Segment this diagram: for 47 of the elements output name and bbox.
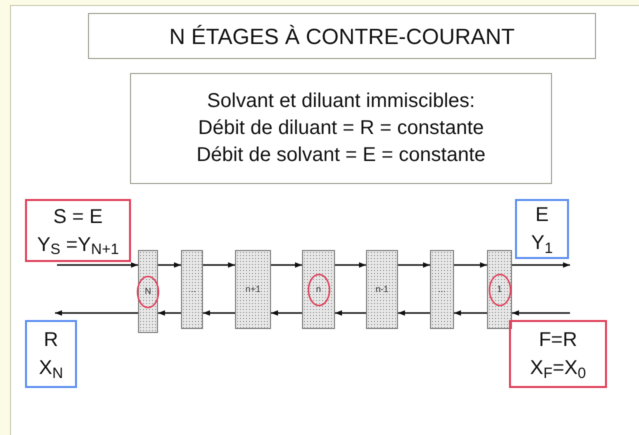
flow-arrow	[271, 310, 302, 316]
stage-column	[366, 250, 398, 329]
stream-label: F=R	[538, 328, 578, 353]
stage-label: ...	[438, 282, 446, 296]
flow-arrow	[398, 310, 430, 316]
flow-arrow	[55, 310, 138, 316]
stage-label: 1	[496, 282, 502, 296]
stage-label: N	[144, 284, 152, 298]
stream-box	[25, 199, 131, 262]
stage-label: n	[316, 282, 321, 296]
flow-arrow	[203, 310, 235, 316]
stream-label: X$_{N}$	[38, 356, 64, 382]
stage-label: ...	[188, 282, 196, 296]
flow-arrow	[57, 262, 138, 268]
stage-column	[235, 250, 271, 329]
stage-column	[487, 250, 512, 329]
flow-arrow	[203, 262, 235, 268]
flow-arrow	[271, 262, 302, 268]
stream-box	[25, 320, 77, 388]
flow-arrow	[158, 310, 181, 316]
stream-label: S = E	[53, 204, 103, 230]
flow-arrow	[158, 262, 181, 268]
stream-label: X$_{F}$=X$_{0}$	[530, 356, 586, 382]
stream-label: E	[535, 203, 549, 228]
flow-arrow	[454, 310, 487, 316]
stage-column	[181, 250, 203, 329]
flow-arrow	[398, 262, 430, 268]
stage-label: n+1	[245, 282, 261, 296]
stream-label: Débit de solvant = E = constante	[196, 143, 486, 168]
flow-arrow	[454, 262, 487, 268]
stream-box	[515, 199, 569, 259]
stage-column	[138, 250, 158, 333]
stage-column	[430, 250, 454, 329]
title-box: N ÉTAGES À CONTRE-COURANT	[88, 13, 596, 59]
stream-label: Y$_{1}$	[531, 231, 553, 257]
flow-arrow	[335, 310, 366, 316]
stream-label: Solvant et diluant immiscibles:	[207, 89, 475, 114]
note-box	[130, 73, 552, 184]
stream-label: Y$_{S}$ =Y$_{N+1}$	[37, 232, 119, 258]
stream-box	[509, 320, 607, 388]
stream-label: Débit de diluant = R = constante	[198, 116, 484, 141]
flow-arrow	[335, 262, 366, 268]
flow-arrow	[512, 310, 570, 316]
flow-arrow	[512, 262, 570, 268]
stage-column	[302, 250, 335, 329]
stage-label: n-1	[375, 282, 388, 296]
stream-label: R	[44, 328, 58, 353]
